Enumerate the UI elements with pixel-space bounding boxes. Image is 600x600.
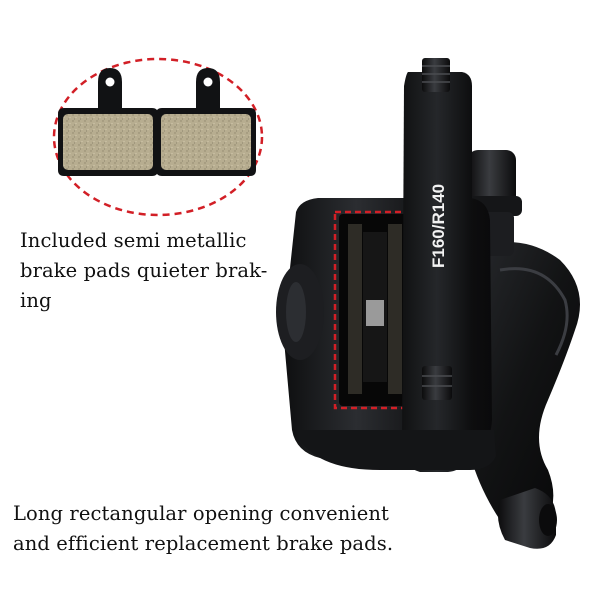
mounting-bolt-bottom xyxy=(422,366,452,400)
opening-caption: Long rectangular opening convenient and … xyxy=(13,499,393,559)
brake-pads-caption: Included semi metallic brake pads quiete… xyxy=(20,226,267,316)
cable-end-ferrule xyxy=(497,488,557,549)
mounting-bolt-top xyxy=(422,58,450,92)
rotor-size-label: F160/R140 xyxy=(429,184,448,268)
caption-line: Long rectangular opening convenient xyxy=(13,502,389,525)
caption-line: and efficient replacement brake pads. xyxy=(13,532,394,555)
caption-line: ing xyxy=(20,289,52,312)
brake-pads-callout xyxy=(52,57,264,217)
brake-pad-left xyxy=(58,68,158,176)
brake-pad-right xyxy=(156,68,256,176)
caption-line: brake pads quieter brak- xyxy=(20,259,268,282)
pad-replacement-opening xyxy=(333,210,415,410)
mounting-bracket xyxy=(402,72,472,472)
mechanical-disc-brake-caliper: F160/R140 xyxy=(276,58,580,549)
caption-line: Included semi metallic xyxy=(20,229,247,252)
